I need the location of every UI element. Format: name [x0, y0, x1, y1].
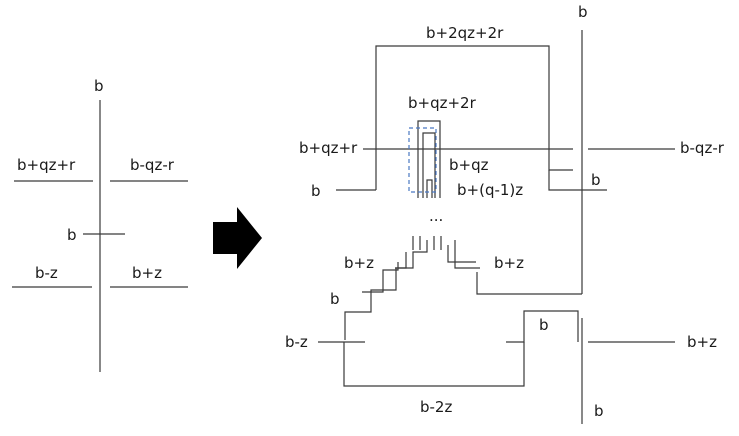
bottom-vertical-label: b	[594, 402, 604, 420]
left-lower-right-label: b+z	[132, 264, 162, 282]
inner-bracket-in	[426, 179, 433, 198]
top-edge-label: b+2qz+2r	[426, 24, 504, 42]
right-b-label: b	[591, 171, 601, 189]
stair-left-b	[362, 262, 399, 293]
left-upper-left-label: b+qz+r	[17, 156, 76, 174]
inner-q1z-label: b+(q-1)z	[457, 181, 523, 199]
inner-qz-label: b+qz	[449, 156, 489, 174]
dashed-highlight-box	[408, 127, 437, 193]
bottom-edge-label: b-2z	[420, 398, 452, 416]
stair-right-inner	[454, 240, 480, 269]
left-upper-right-label: b-qz-r	[130, 156, 175, 174]
stair-b-label: b	[330, 290, 340, 308]
right-graph: b+2qz+2r b b+qz+2r b+qz+r b-qz-r b+qz b+…	[285, 3, 725, 424]
right-b-stub	[548, 170, 607, 191]
inner-top-label: b+qz+2r	[408, 94, 477, 112]
left-graph: b b+qz+r b-qz-r b b-z b+z	[12, 77, 188, 372]
left-middle-label: b	[67, 226, 77, 244]
top-bracket	[375, 45, 573, 190]
stair-left-label: b+z	[344, 254, 374, 272]
inner-bracket-mid	[422, 132, 436, 198]
lower-right-label: b+z	[687, 333, 717, 351]
box-b	[506, 310, 579, 343]
stair-right-long	[476, 272, 582, 295]
stair-right-label: b+z	[494, 254, 524, 272]
left-b-label: b	[311, 182, 321, 200]
box-b-label: b	[539, 316, 549, 334]
lower-left-label: b-z	[285, 333, 308, 351]
upper-right-label: b-qz-r	[680, 139, 725, 157]
inner-bracket-outer	[417, 120, 441, 198]
upper-left-label: b+qz+r	[299, 139, 358, 157]
right-arrow-icon	[213, 207, 262, 269]
bottom-bracket	[343, 342, 525, 387]
left-top-label: b	[94, 77, 104, 95]
stair-right-outer	[447, 245, 476, 263]
stair-left-outer	[395, 240, 428, 269]
top-vertical-label: b	[578, 3, 588, 21]
left-lower-left-label: b-z	[35, 264, 58, 282]
ellipsis-label: ...	[429, 207, 443, 225]
